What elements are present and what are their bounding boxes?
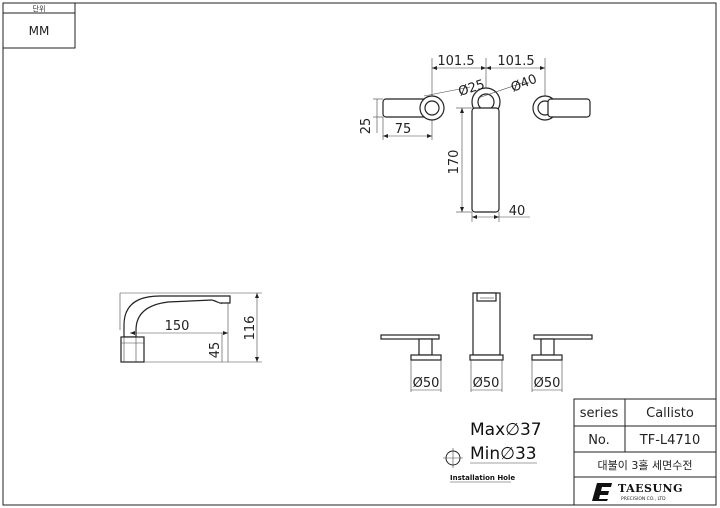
dim-spacing-right: 101.5	[497, 54, 534, 69]
dim-spout-dia: Ø40	[509, 72, 539, 96]
unit-value: MM	[29, 24, 50, 38]
front-spout	[472, 292, 501, 356]
dim-right-base: Ø50	[534, 376, 561, 391]
dim-left-base: Ø50	[413, 376, 440, 391]
dim-spacing-left: 101.5	[437, 54, 474, 69]
dim-handle-length: 75	[395, 122, 412, 137]
no-value: TF-L4710	[639, 433, 700, 448]
brand-subtitle: PRECISION CO., LTD	[621, 496, 666, 502]
side-view: 150 45 116	[119, 292, 262, 363]
spout-top	[471, 107, 500, 213]
installation-hole: Max∅37 Min∅33 Installation Hole	[443, 420, 542, 483]
top-view: 101.5 101.5 Ø25 Ø40 25 75	[359, 54, 591, 222]
dim-height-base: 45	[208, 342, 223, 359]
right-handle-top	[547, 98, 591, 118]
unit-box: 단위 MM	[2, 2, 76, 49]
front-view: Ø50 Ø50 Ø50	[380, 292, 593, 392]
taesung-logo: TAESUNG PRECISION CO., LTD	[592, 482, 683, 502]
max-hole: Max∅37	[470, 420, 542, 440]
unit-header: 단위	[33, 4, 46, 13]
product-description: 대불이 3홀 세면수전	[598, 459, 693, 472]
logo-mark-icon	[592, 483, 612, 501]
front-left-lever	[380, 334, 440, 340]
series-label: series	[580, 406, 619, 421]
min-hole: Min∅33	[470, 444, 537, 464]
dim-handle-width: 25	[359, 118, 374, 135]
front-right-lever	[533, 334, 593, 340]
series-value: Callisto	[646, 406, 694, 421]
title-block: series Callisto No. TF-L4710 대불이 3홀 세면수전…	[573, 398, 717, 506]
installation-label: Installation Hole	[450, 474, 515, 482]
dim-reach: 150	[165, 319, 190, 334]
side-base	[120, 336, 145, 363]
no-label: No.	[588, 433, 610, 448]
brand-name: TAESUNG	[618, 482, 683, 495]
dim-height-total: 116	[243, 316, 258, 341]
dim-spout-width: 40	[509, 204, 526, 219]
dim-spout-length: 170	[447, 150, 462, 175]
dim-center-base: Ø50	[473, 376, 500, 391]
